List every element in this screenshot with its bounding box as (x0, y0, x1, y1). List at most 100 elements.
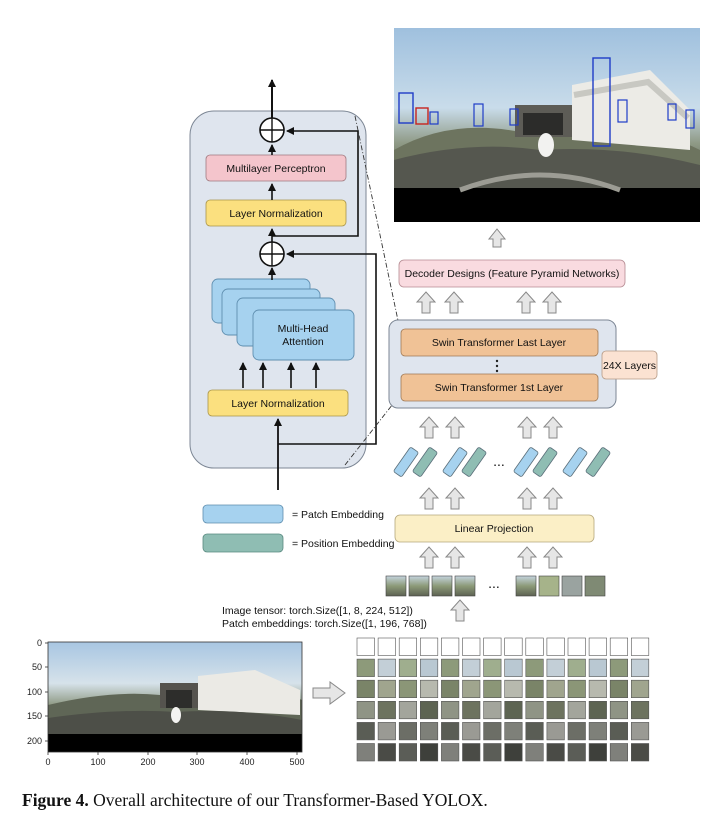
figure-caption: Figure 4. Overall architecture of our Tr… (22, 790, 488, 811)
legend-patch-label: = Patch Embedding (292, 509, 384, 521)
embedding-tokens (393, 447, 611, 477)
layers-badge-label: 24X Layers (603, 360, 656, 372)
patch-embedding-token (513, 447, 539, 477)
y-tick-label: 0 (37, 638, 42, 648)
patch-tile (546, 700, 565, 720)
zoom-line-bottom (344, 394, 401, 466)
x-tick-label: 300 (189, 757, 204, 767)
patch-tile (419, 679, 439, 699)
linear-projection-label: Linear Projection (455, 523, 534, 535)
position-embedding-token (412, 447, 438, 477)
patch-embedding-token (442, 447, 468, 477)
patch-tile (525, 658, 544, 677)
add-circle-middle (259, 241, 285, 267)
patch-tile (546, 743, 565, 762)
patch-tile (377, 743, 396, 762)
attention-box (252, 309, 355, 361)
vertical-ellipsis (495, 359, 499, 373)
input-image-plot (47, 641, 303, 753)
patch-tile (546, 679, 565, 699)
legend: = Patch Embedding = Position Embedding (202, 504, 395, 553)
swin-last-layer-box (400, 328, 599, 357)
y-tick-label: 200 (27, 736, 42, 746)
patch-tile (377, 658, 396, 677)
layer-norm-top-box (205, 199, 347, 227)
x-tick-label: 500 (289, 757, 304, 767)
detection-output-image (394, 28, 700, 222)
patch-tile (567, 679, 586, 699)
x-tick-label: 0 (45, 757, 50, 767)
patch-tile (504, 700, 523, 720)
embed-to-swin-arrows (418, 416, 564, 439)
patch-tile (398, 679, 418, 699)
patch-tile (356, 679, 375, 699)
mlp-box (205, 154, 347, 182)
patch-tile (398, 658, 418, 677)
swin-last-layer-label: Swin Transformer Last Layer (432, 337, 567, 349)
patch-embedding-token (393, 447, 419, 477)
embedding-ellipsis: ... (493, 453, 505, 469)
patch-tile (588, 743, 607, 762)
patch-tile (546, 637, 565, 656)
patch-tile (419, 700, 439, 720)
patch-tile (504, 637, 523, 656)
patch-tile (630, 658, 650, 677)
patch-tile (462, 722, 481, 741)
patch-tile (398, 700, 418, 720)
patch-tile (609, 722, 629, 741)
figure-caption-label: Figure 4. (22, 790, 89, 810)
patch-tile (567, 722, 586, 741)
zoom-line-top (354, 115, 401, 331)
patch-tile (567, 700, 586, 720)
patch-tile (441, 658, 460, 677)
patch-tile (546, 658, 565, 677)
legend-patch-swatch (202, 504, 284, 524)
patch-tile (356, 658, 375, 677)
mlp-label: Multilayer Perceptron (226, 163, 325, 175)
patch-tile (419, 637, 439, 656)
legend-position-label: = Position Embedding (292, 538, 395, 550)
patch-tile (546, 722, 565, 741)
patch-tile (609, 700, 629, 720)
patch-tile (441, 679, 460, 699)
patch-tile (441, 637, 460, 656)
patch-tile (462, 679, 481, 699)
patch-tile (525, 700, 544, 720)
patch-tile (356, 637, 375, 656)
patch-tile (398, 722, 418, 741)
patch-tile (377, 679, 396, 699)
x-tick-label: 200 (140, 757, 155, 767)
patch-tile (483, 700, 502, 720)
patch-tile (630, 637, 650, 656)
patch-tile (588, 722, 607, 741)
patch-tile (462, 658, 481, 677)
x-tick-label: 400 (239, 757, 254, 767)
y-tick-label: 100 (27, 687, 42, 697)
patch-tile (609, 679, 629, 699)
patch-tile (377, 637, 396, 656)
patch-tile (630, 743, 650, 762)
attention-label-line2: Attention (282, 336, 324, 348)
layers-badge (601, 350, 658, 380)
decoder-box (398, 259, 626, 288)
image-tensor-label: Image tensor: torch.Size([1, 8, 224, 512… (222, 605, 413, 617)
patch-tile (398, 743, 418, 762)
encoder-block: Multilayer Perceptron Layer Normalizatio… (189, 79, 377, 490)
patch-tile (356, 722, 375, 741)
patch-tile (377, 722, 396, 741)
patch-tile (462, 743, 481, 762)
patch-embeddings-label: Patch embeddings: torch.Size([1, 196, 76… (222, 618, 427, 630)
image-to-grid-arrow (312, 681, 346, 705)
patch-tile (419, 722, 439, 741)
output-hollow-arrow (487, 228, 507, 248)
position-embedding-token (532, 447, 558, 477)
patch-tile (588, 658, 607, 677)
patch-grid (356, 637, 650, 762)
patch-tile (356, 743, 375, 762)
patch-tile (483, 743, 502, 762)
patch-tile (588, 679, 607, 699)
y-tick-label: 50 (32, 662, 42, 672)
patch-tile (630, 679, 650, 699)
patch-tile (567, 637, 586, 656)
patch-tile (504, 679, 523, 699)
